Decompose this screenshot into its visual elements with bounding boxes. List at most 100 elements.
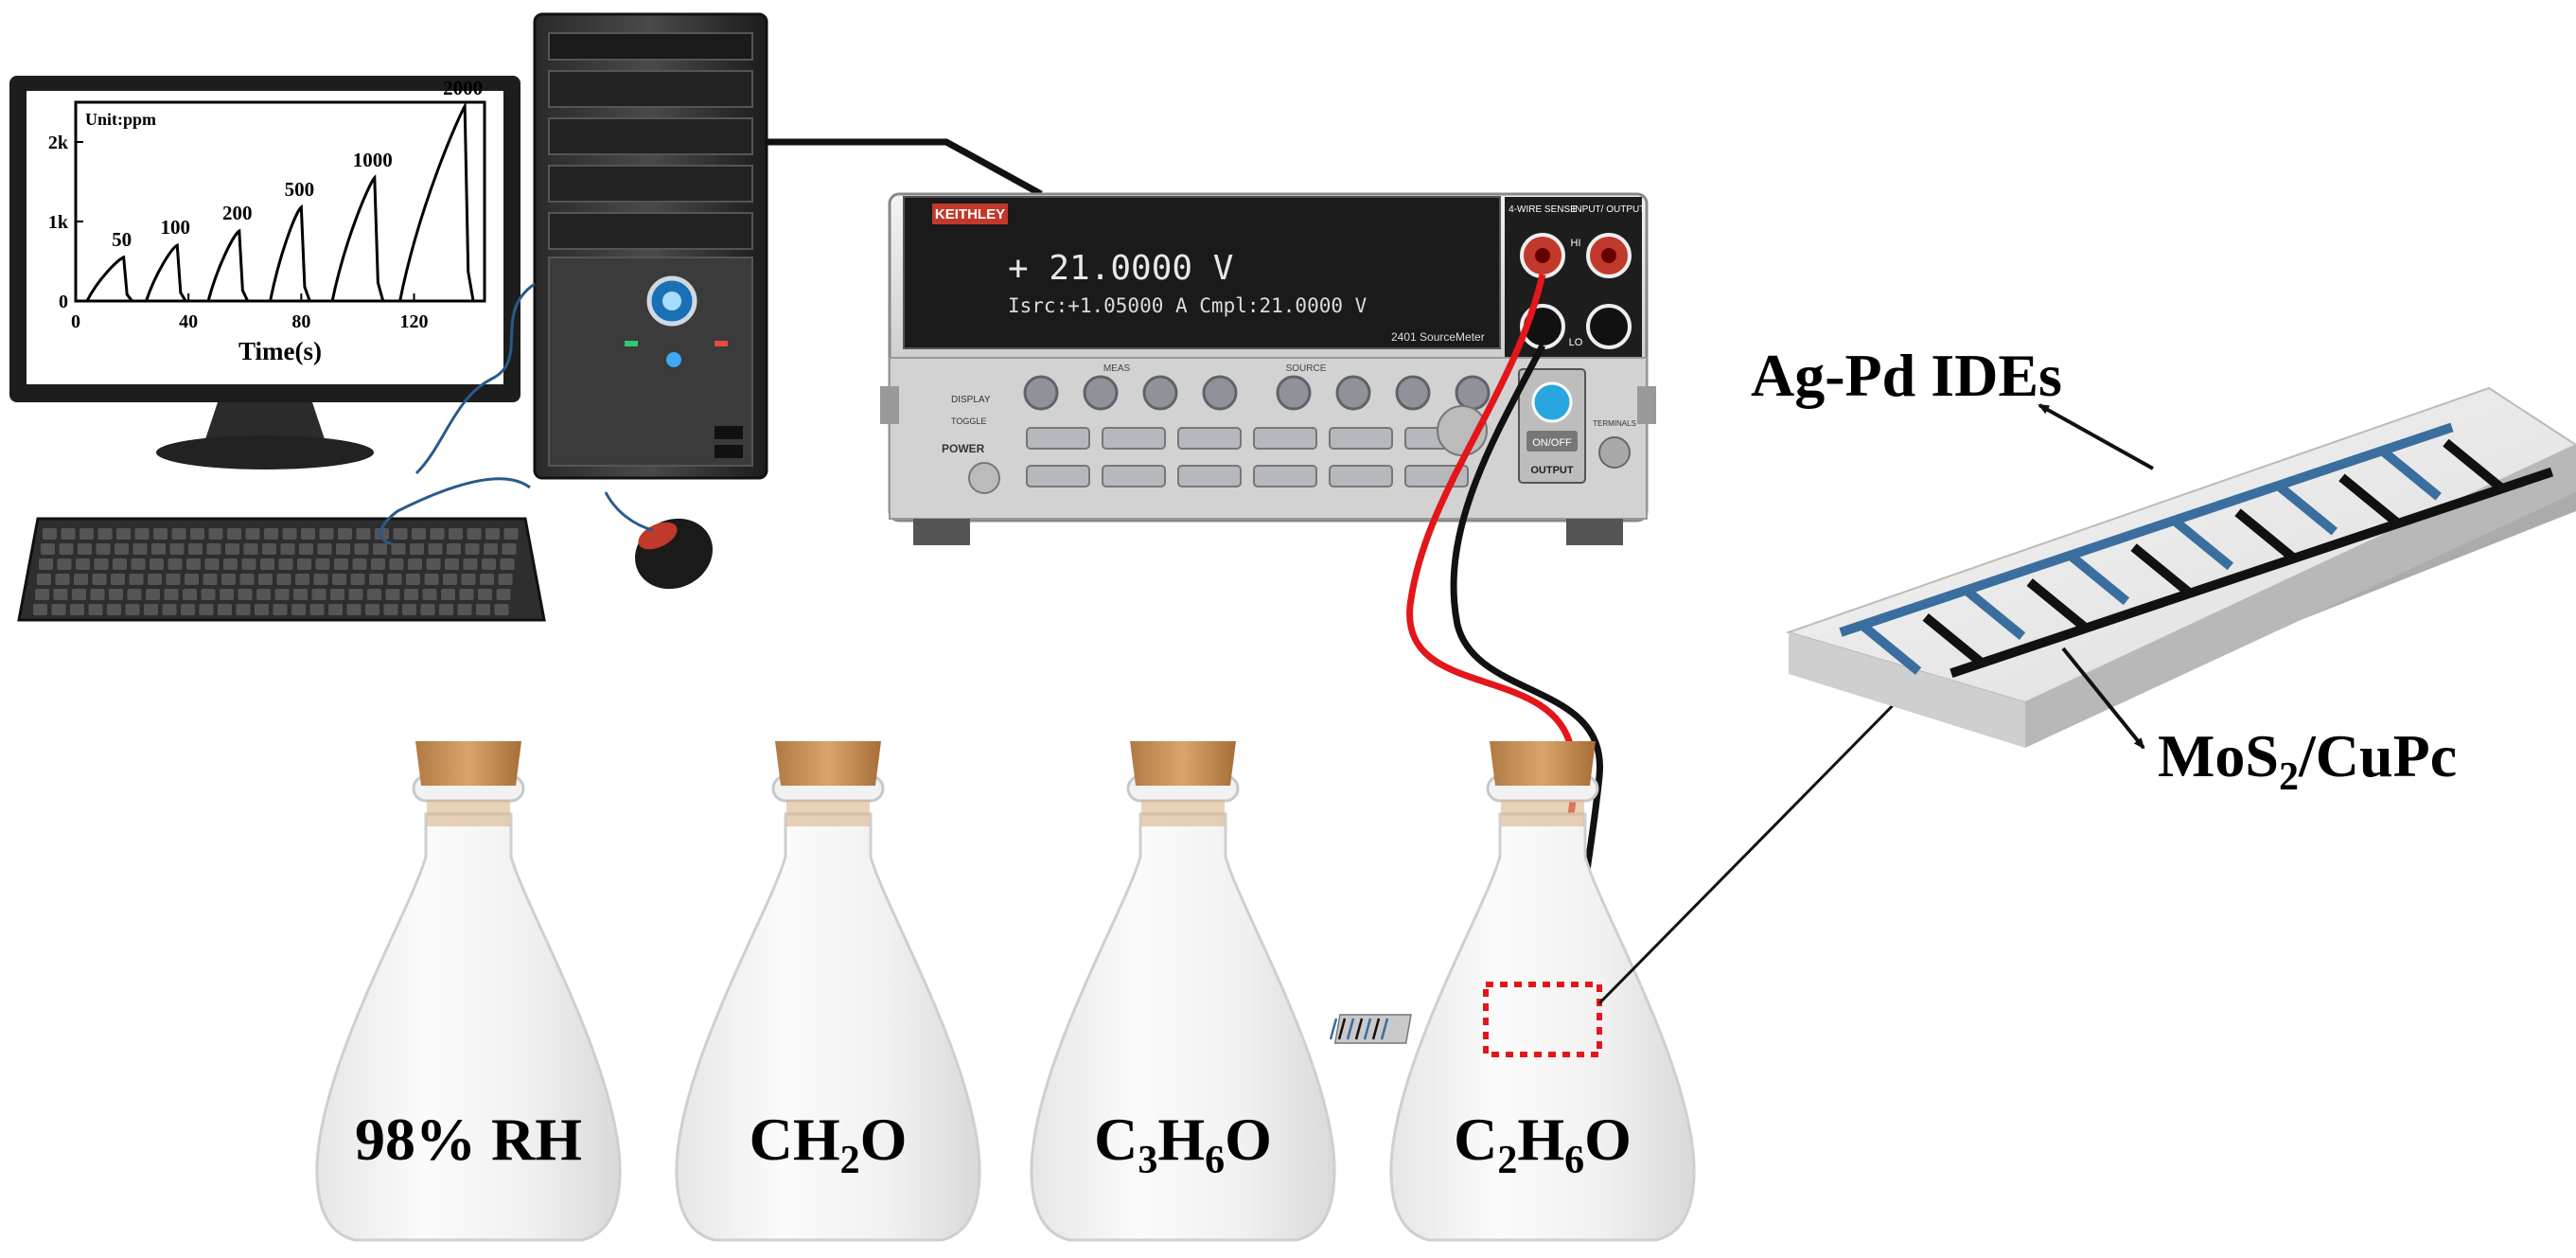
meter-function-key[interactable] [1177,427,1242,450]
keyboard [17,517,546,622]
key [461,574,476,585]
key [70,604,84,615]
cork-plug [427,800,510,826]
interdigitated-electrodes [1839,422,2554,679]
key [328,604,343,615]
key [387,574,402,585]
meter-round-key[interactable] [1023,375,1059,411]
flask-label-subscript: 6 [1205,1139,1225,1182]
key [51,604,66,615]
key [494,604,509,615]
key [278,558,293,570]
meter-function-key[interactable] [1329,465,1393,487]
meter-function-key[interactable] [1253,427,1317,450]
on-off-label: ON/OFF [1532,437,1572,449]
terminals-button[interactable] [1598,436,1631,469]
meter-round-key[interactable] [1202,375,1238,411]
io-lo-terminal[interactable] [1586,304,1632,349]
key [94,558,109,570]
key [241,558,256,570]
key [430,528,445,540]
key [113,558,127,570]
key [391,543,406,555]
meter-round-key[interactable] [1276,375,1312,411]
meter-function-key[interactable] [1253,465,1317,487]
key [76,558,90,570]
power-switch[interactable] [968,462,1000,494]
meter-function-key[interactable] [1177,465,1242,487]
key [245,528,260,540]
chart-frame [74,100,486,303]
output-label: OUTPUT [1530,465,1574,476]
key [203,574,218,585]
key [336,543,350,555]
key [480,574,494,585]
key [238,589,253,600]
meter-function-key[interactable] [1026,465,1090,487]
key [410,543,424,555]
flask-4: C2H6O [1389,741,1696,1242]
meter-round-key[interactable] [1395,375,1431,411]
io-label: INPUT/ OUTPUT [1573,204,1646,215]
key [78,543,92,555]
key [162,604,177,615]
key [309,604,325,615]
key [146,589,160,600]
meter-round-key[interactable] [1335,375,1371,411]
key [459,589,474,600]
mouse [379,477,713,590]
zoom-pointer-line-lower [1597,684,1914,1005]
meter-function-key[interactable] [1102,427,1166,450]
meter-function-key[interactable] [1329,427,1393,450]
meter-round-key[interactable] [1142,375,1178,411]
key [256,589,271,600]
cork-plug [786,800,870,826]
meter-round-key[interactable] [1455,375,1491,411]
key [373,543,387,555]
source-meter: KEITHLEY + 21.0000 V Isrc:+1.05000 A Cmp… [880,192,1656,545]
film-label-rest: /CuPc [2298,722,2457,789]
chart-unit-label: Unit:ppm [85,110,156,129]
key [43,528,57,540]
on-off-button[interactable] [1526,431,1578,452]
key [260,558,274,570]
mini-electrode-finger [1363,1018,1372,1040]
key [61,528,76,540]
key [498,574,513,585]
key [301,528,315,540]
key [280,543,295,555]
key [168,558,183,570]
flask-label-part: C [1094,1106,1138,1173]
film-label-main: MoS [2158,722,2279,789]
y-tick-label: 2k [48,133,69,153]
cork-plug [1141,800,1225,826]
meter-function-key[interactable] [1026,427,1090,450]
key [115,543,129,555]
key [476,604,490,615]
sensor-chip [1329,1014,1412,1044]
meter-function-key[interactable] [1102,465,1166,487]
source-section-label: SOURCE [1286,363,1327,374]
key [90,589,105,600]
key [208,528,223,540]
flask-label: 98% RH [355,1106,582,1173]
key [365,604,379,615]
key [338,528,352,540]
x-tick-label: 120 [400,311,429,332]
key [369,574,383,585]
flask-3: C3H6O [1030,741,1336,1242]
key [297,558,311,570]
flask-label-subscript: 2 [1497,1139,1517,1182]
flask-cork [415,741,521,786]
key [420,604,435,615]
meter-round-key[interactable] [1083,375,1119,411]
flask-body [1389,812,1696,1242]
x-tick-label: 80 [291,311,310,332]
key [151,543,166,555]
x-tick-label: 40 [179,311,198,332]
key [221,574,236,585]
